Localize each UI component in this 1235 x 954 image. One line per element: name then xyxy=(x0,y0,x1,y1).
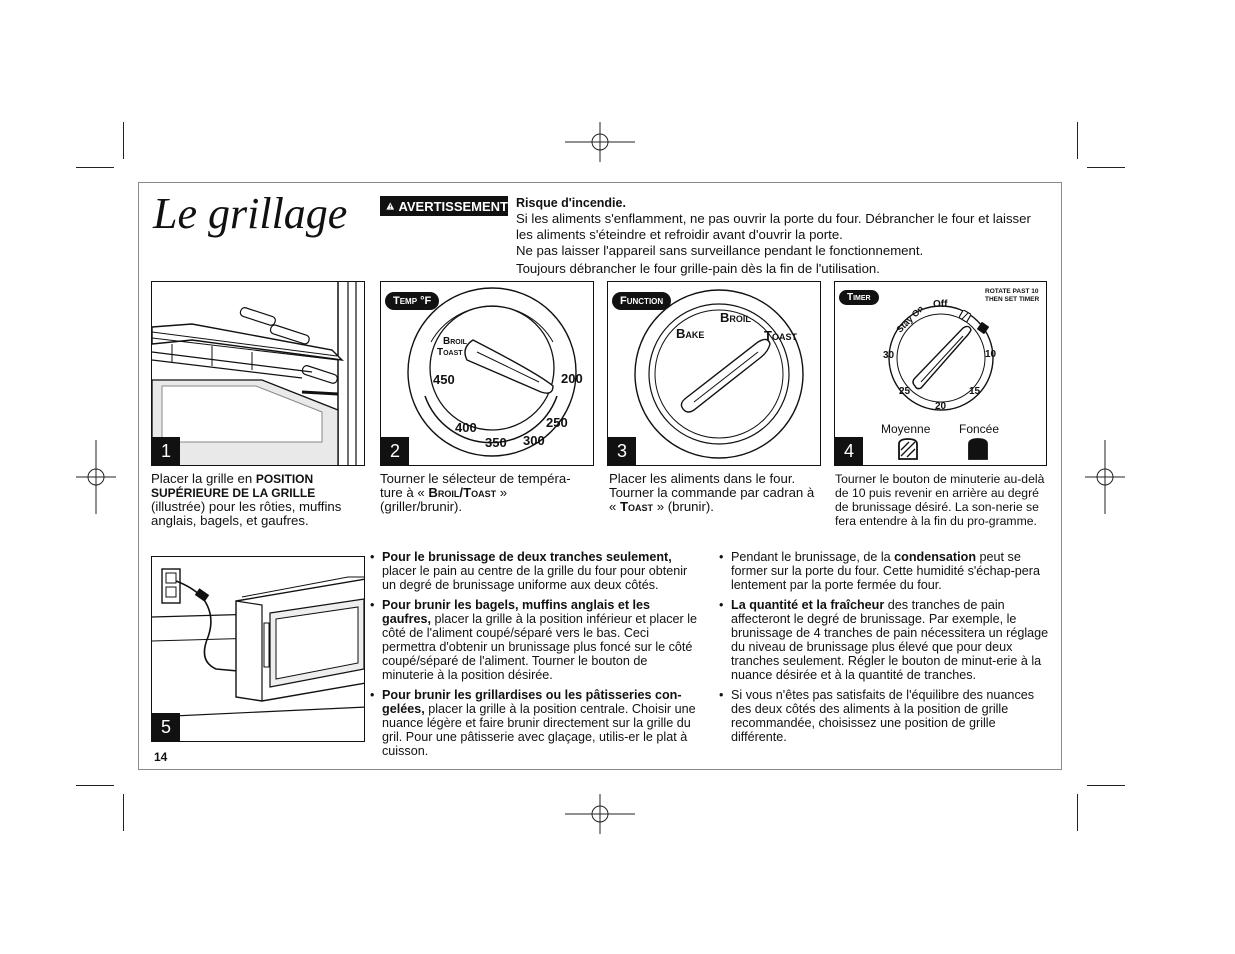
caption-text: Tourner le sélecteur de tempéra-ture à « xyxy=(380,471,571,500)
warning-line: Si les aliments s'enflamment, ne pas ouv… xyxy=(516,211,1031,242)
tip-text: placer le pain au centre de la grille du… xyxy=(382,564,688,592)
step-5-illustration: 5 xyxy=(151,556,365,742)
step-number-badge: 1 xyxy=(152,437,180,465)
caption-bold: Toast xyxy=(620,499,654,514)
dial-tag-temp: Temp °F xyxy=(385,292,440,310)
timer-note: ROTATE PAST 10 THEN SET TIMER xyxy=(985,288,1040,303)
tip-text: Pendant le brunissage, de la xyxy=(731,550,895,564)
warning-heading: Risque d'incendie. xyxy=(516,196,626,210)
tip-text: placer la grille à la position centrale.… xyxy=(382,702,696,758)
warning-line: Toujours débrancher le four grille-pain … xyxy=(516,261,880,276)
step-1-caption: Placer la grille en POSITION SUPÉRIEURE … xyxy=(151,472,367,528)
step-4-illustration: Timer ROTATE PAST 10 THEN SET TIMER Stay… xyxy=(834,281,1047,466)
tip-text: peut se former sur la porte du four. Cet… xyxy=(731,550,1041,592)
tips-column-2: Pendant le brunissage, de la condensatio… xyxy=(719,550,1051,750)
dial-tag-timer: Timer xyxy=(839,290,879,305)
warning-line: Ne pas laisser l'appareil sans surveilla… xyxy=(516,243,924,258)
page-frame xyxy=(138,182,1062,770)
dial-label: 25 xyxy=(899,386,911,397)
dial-label: Off xyxy=(933,299,948,310)
dial-label: Broil xyxy=(720,310,751,325)
dial-label: 20 xyxy=(935,401,947,412)
tip-bold: Pour brunir les bagels, muffins anglais … xyxy=(382,598,651,626)
timer-dial-drawing xyxy=(888,305,994,411)
dial-label: 10 xyxy=(985,349,997,360)
registration-mark-right xyxy=(1085,440,1125,514)
shade-label-dark: Foncée xyxy=(959,422,1000,436)
tip-item: Pendant le brunissage, de la condensatio… xyxy=(719,550,1051,592)
step-2-illustration: Temp °F Broil Toast 450 400 350 300 250 … xyxy=(380,281,594,466)
step-4-caption: Tourner le bouton de minuterie au-delà d… xyxy=(835,472,1045,528)
caption-text: » (griller/brunir). xyxy=(380,485,508,514)
tip-bold: Pour le brunissage de deux tranches seul… xyxy=(382,550,672,564)
caption-text: (illustrée) pour les rôties, muffins ang… xyxy=(151,499,342,528)
page-number: 14 xyxy=(154,750,168,764)
tip-bold: La quantité et la fraîcheur xyxy=(731,598,885,612)
step-2-caption: Tourner le sélecteur de tempéra-ture à «… xyxy=(380,472,592,514)
tip-text: placer la grille à la position inférieur… xyxy=(382,612,698,682)
timer-toast-mark-icon xyxy=(959,310,971,322)
tips-column-1: Pour le brunissage de deux tranches seul… xyxy=(370,550,700,764)
caption-bold: Broil/Toast xyxy=(428,485,497,500)
page-title: Le grillage xyxy=(153,189,348,238)
function-dial-drawing xyxy=(634,289,804,459)
step-number-badge: 4 xyxy=(835,437,863,465)
dial-label: 450 xyxy=(433,372,455,387)
dial-tag-function: Function xyxy=(612,292,672,310)
medium-toast-icon xyxy=(898,438,918,460)
tip-item: La quantité et la fraîcheur des tranches… xyxy=(719,598,1051,682)
caption-bold: POSITION SUPÉRIEURE DE LA GRILLE xyxy=(151,472,316,500)
caption-text: » (brunir). xyxy=(653,499,714,514)
temperature-dial-drawing xyxy=(407,287,577,457)
dial-label: 400 xyxy=(455,420,477,435)
step-number-badge: 5 xyxy=(152,713,180,741)
step-number-badge: 3 xyxy=(608,437,636,465)
timer-dark-mark-icon xyxy=(977,322,989,334)
warning-triangle-icon xyxy=(386,202,395,210)
warning-badge-label: AVERTISSEMENT xyxy=(398,198,508,214)
dial-label: 200 xyxy=(561,371,583,386)
dial-label: Bake xyxy=(676,326,705,341)
tip-item: Pour le brunissage de deux tranches seul… xyxy=(370,550,700,592)
tip-bold: Pour brunir les grillardises ou les pâti… xyxy=(382,688,682,716)
dial-label: Toast xyxy=(437,347,463,358)
tip-item: Pour brunir les grillardises ou les pâti… xyxy=(370,688,700,758)
shade-label-medium: Moyenne xyxy=(881,422,931,436)
caption-text: Placer les aliments dans le four. Tourne… xyxy=(609,471,815,514)
dial-label: Toast xyxy=(764,328,797,343)
toaster-oven-outlet-drawing xyxy=(152,568,364,718)
warning-text: Risque d'incendie. Si les aliments s'enf… xyxy=(516,195,1046,277)
registration-mark-top xyxy=(565,122,635,162)
dial-label: 250 xyxy=(546,415,568,430)
caption-text: Placer la grille en xyxy=(151,471,256,486)
dark-toast-icon xyxy=(968,438,988,460)
dial-label: 15 xyxy=(969,386,981,397)
tip-text: Si vous n'êtes pas satisfaits de l'équil… xyxy=(731,688,1035,744)
tip-text: des tranches de pain affecteront le degr… xyxy=(731,598,1049,682)
dial-label: 30 xyxy=(883,350,895,361)
tip-item: Pour brunir les bagels, muffins anglais … xyxy=(370,598,700,682)
registration-mark-left xyxy=(76,440,116,514)
dial-label: 300 xyxy=(523,433,545,448)
step-1-illustration: 1 xyxy=(151,281,365,466)
step-3-illustration: Function Broil Bake Toast 3 xyxy=(607,281,821,466)
registration-mark-bottom xyxy=(565,794,635,834)
step-3-caption: Placer les aliments dans le four. Tourne… xyxy=(609,472,823,514)
warning-badge: AVERTISSEMENT xyxy=(380,196,508,216)
oven-rack-drawing xyxy=(152,282,364,465)
dial-label: Broil xyxy=(443,336,467,347)
step-number-badge: 2 xyxy=(381,437,409,465)
tip-bold: condensation xyxy=(894,550,977,564)
tip-item: Si vous n'êtes pas satisfaits de l'équil… xyxy=(719,688,1051,744)
dial-label: 350 xyxy=(485,435,507,450)
